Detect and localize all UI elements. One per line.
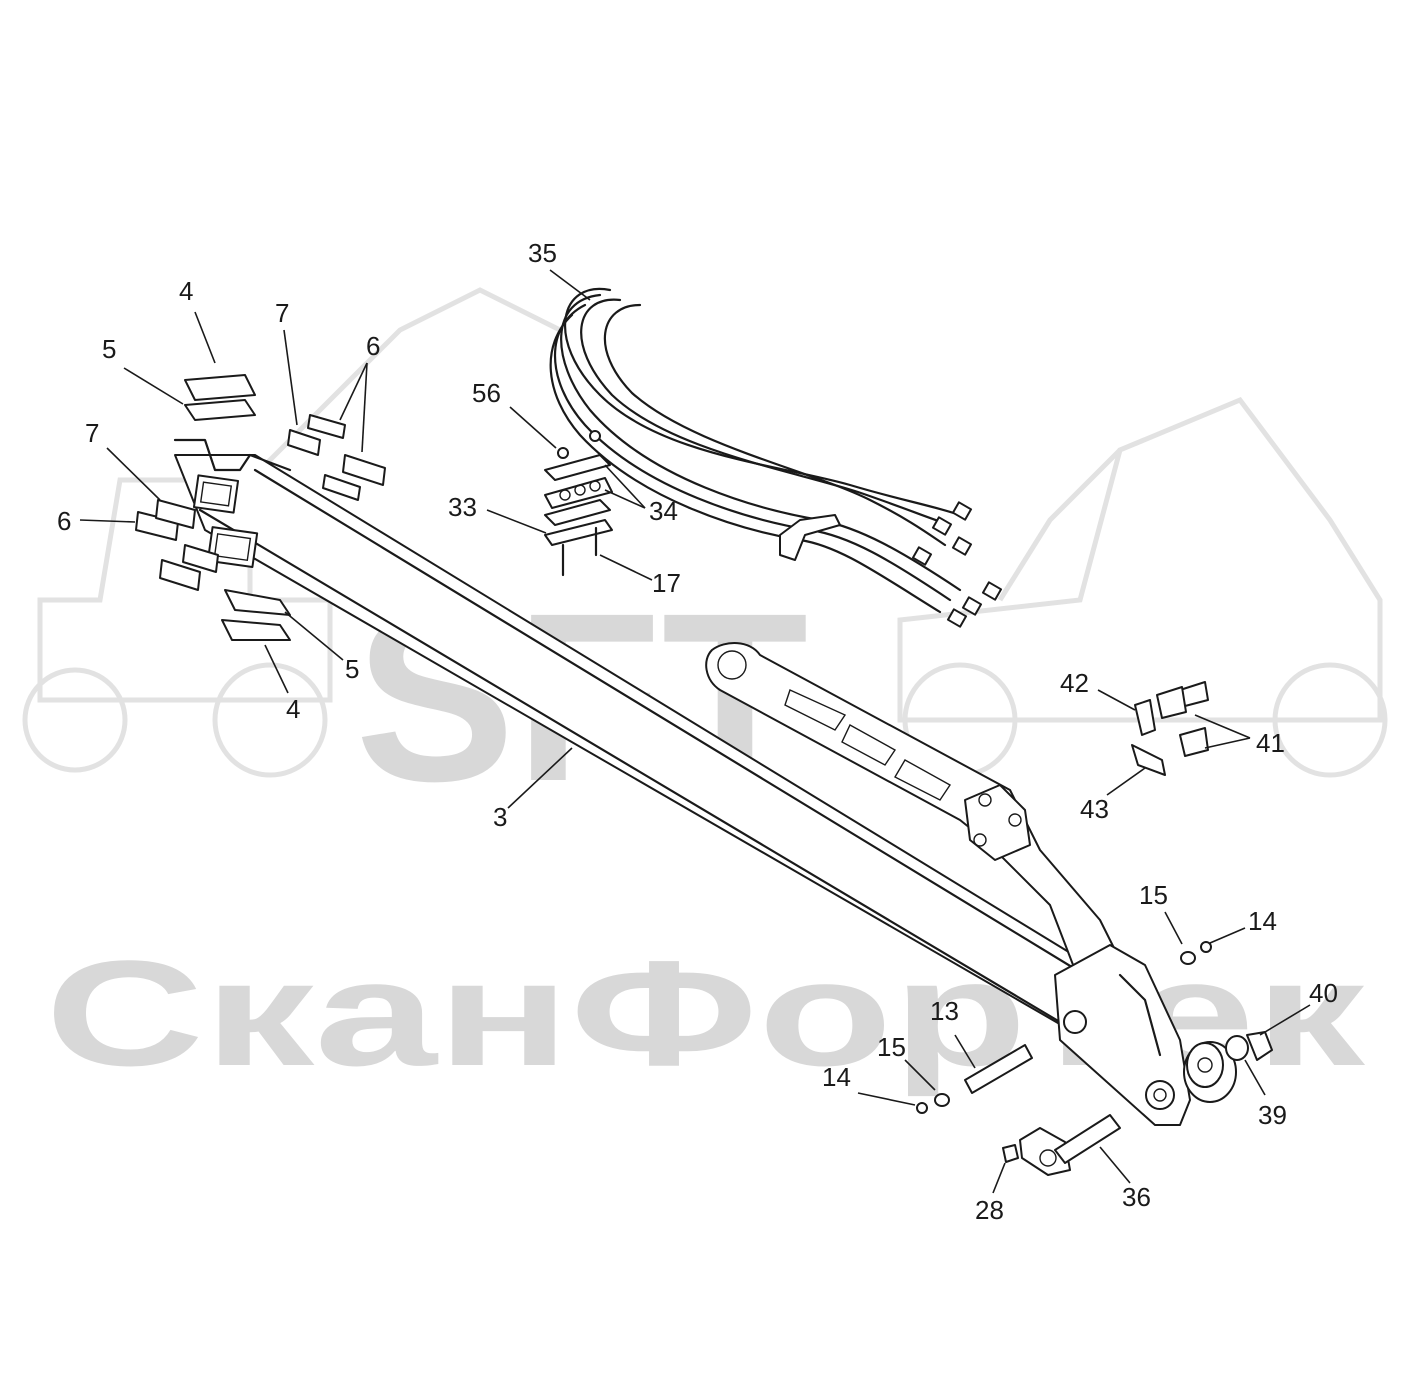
callout-14-left: 14: [822, 1062, 851, 1092]
callout-42: 42: [1060, 668, 1089, 698]
callout-41: 41: [1256, 728, 1285, 758]
hose-clamp-assembly: [544, 430, 613, 577]
callout-56: 56: [472, 378, 501, 408]
boom-arm: [173, 438, 1091, 1031]
callout-39: 39: [1258, 1100, 1287, 1130]
callout-6-top: 6: [366, 331, 380, 361]
callout-7-left: 7: [85, 418, 99, 448]
hydraulic-fittings: [1131, 681, 1209, 776]
callout-40: 40: [1309, 978, 1338, 1008]
pins-and-hardware: [916, 941, 1273, 1176]
wear-pads: [135, 374, 386, 641]
callout-36: 36: [1122, 1182, 1151, 1212]
leader-lines: [79, 269, 1311, 1194]
callout-5-bottom: 5: [345, 654, 359, 684]
callout-4-top: 4: [179, 276, 193, 306]
callout-15-right: 15: [1139, 880, 1168, 910]
end-bracket: [1054, 944, 1237, 1126]
callout-15-left: 15: [877, 1032, 906, 1062]
hose-bundle: [549, 287, 1003, 628]
callout-35: 35: [528, 238, 557, 268]
upper-bracket: [705, 642, 1121, 976]
callout-34: 34: [649, 496, 678, 526]
callout-13: 13: [930, 996, 959, 1026]
callout-6-left: 6: [57, 506, 71, 536]
callout-17: 17: [652, 568, 681, 598]
callout-33: 33: [448, 492, 477, 522]
callout-3: 3: [493, 802, 507, 832]
callout-43: 43: [1080, 794, 1109, 824]
callout-4-bottom: 4: [286, 694, 300, 724]
callout-14-right: 14: [1248, 906, 1277, 936]
callout-labels: 35 4 7 6 5 56 7 33 34 6 17 5 4 42 41 43 …: [57, 238, 1338, 1225]
callout-28: 28: [975, 1195, 1004, 1225]
callout-7-top: 7: [275, 298, 289, 328]
callout-5-top: 5: [102, 334, 116, 364]
